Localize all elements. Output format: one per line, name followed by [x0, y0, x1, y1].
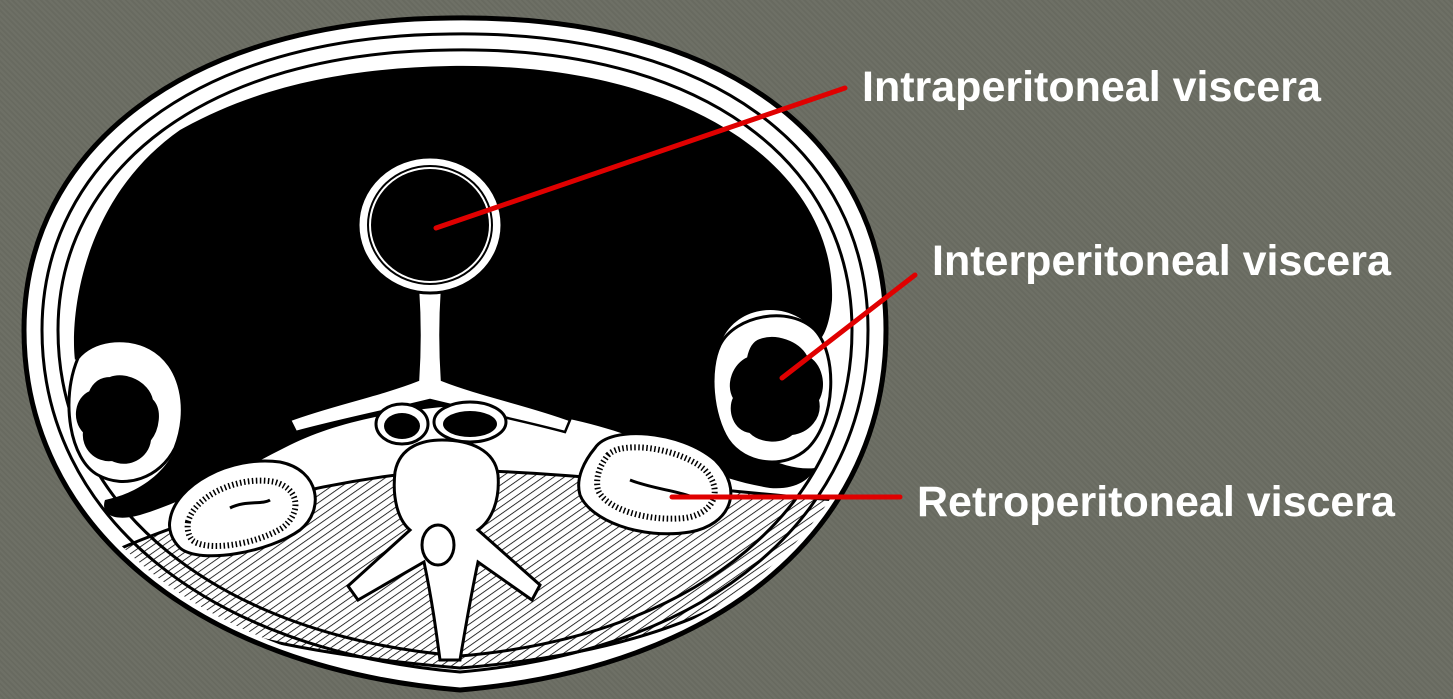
right-colon — [713, 316, 831, 462]
label-intraperitoneal-viscera: Intraperitoneal viscera — [862, 66, 1321, 109]
left-colon — [69, 341, 182, 482]
label-retroperitoneal-viscera: Retroperitoneal viscera — [917, 481, 1395, 524]
label-interperitoneal-viscera: Interperitoneal viscera — [932, 240, 1391, 283]
